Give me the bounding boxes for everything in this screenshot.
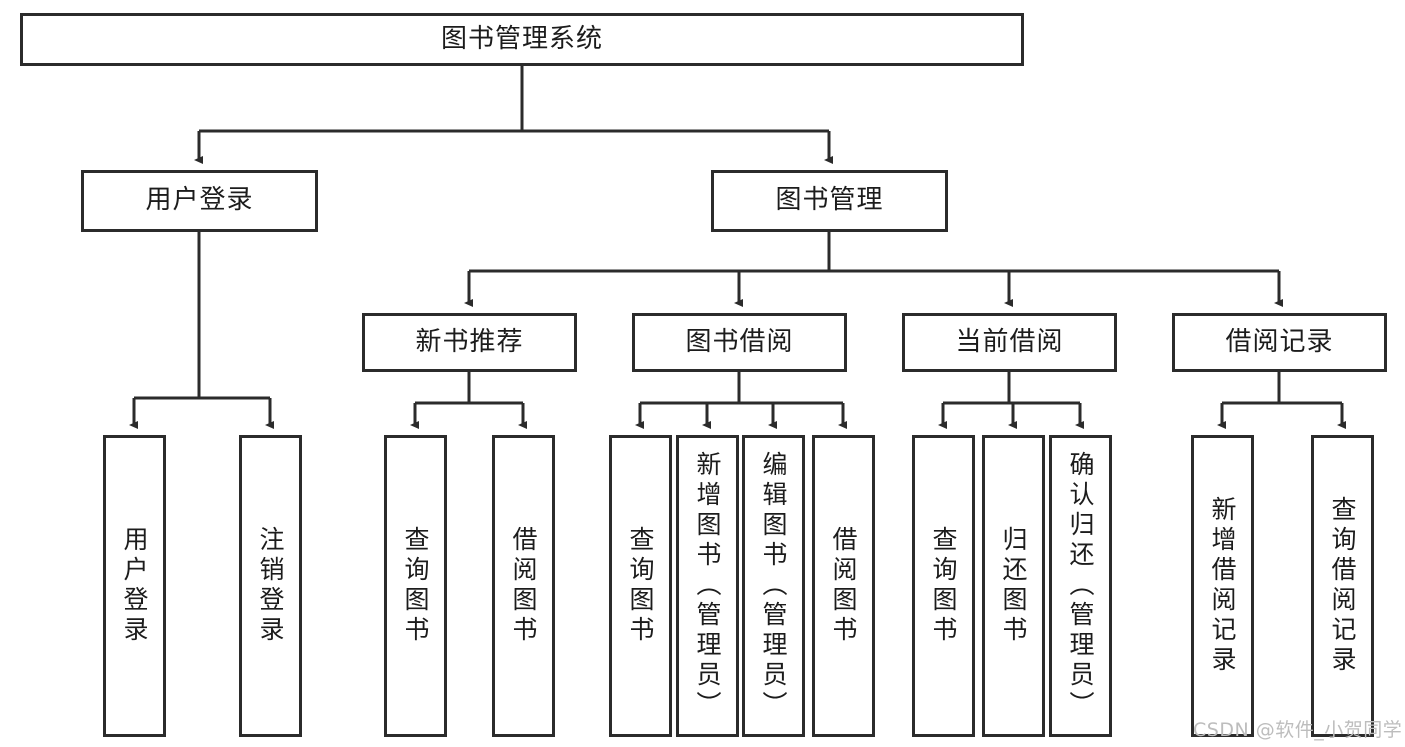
leaf-current-borrow-confirm-return[interactable]: 确认归还（管理员） [1049,435,1112,737]
leaf-new-book-query-label: 查询图书 [401,526,430,646]
leaf-new-book-query[interactable]: 查询图书 [384,435,447,737]
leaf-borrow-record-query-label: 查询借阅记录 [1328,496,1357,676]
node-root-system[interactable]: 图书管理系统 [20,13,1024,66]
leaf-current-borrow-return[interactable]: 归还图书 [982,435,1045,737]
leaf-new-book-borrow[interactable]: 借阅图书 [492,435,555,737]
leaf-borrow-record-query[interactable]: 查询借阅记录 [1311,435,1374,737]
leaf-book-borrow-add[interactable]: 新增图书（管理员） [676,435,739,737]
leaf-user-login-signout[interactable]: 注销登录 [239,435,302,737]
node-new-book-recommend-label: 新书推荐 [415,326,524,357]
leaf-current-borrow-confirm-return-label: 确认归还（管理员） [1066,451,1095,721]
node-book-borrow[interactable]: 图书借阅 [632,313,847,372]
node-user-login[interactable]: 用户登录 [81,170,318,232]
leaf-current-borrow-query[interactable]: 查询图书 [912,435,975,737]
leaf-new-book-borrow-label: 借阅图书 [509,526,538,646]
leaf-borrow-record-add-label: 新增借阅记录 [1208,496,1237,676]
node-borrow-record[interactable]: 借阅记录 [1172,313,1387,372]
csdn-watermark: CSDN @软件_小贺同学 [1193,719,1403,741]
node-borrow-record-label: 借阅记录 [1225,326,1334,357]
leaf-current-borrow-return-label: 归还图书 [999,526,1028,646]
leaf-book-borrow-borrow-label: 借阅图书 [829,526,858,646]
node-root-system-label: 图书管理系统 [440,23,603,54]
leaf-user-login-signout-label: 注销登录 [256,526,285,646]
leaf-user-login-signin-label: 用户登录 [120,526,149,646]
node-book-management-label: 图书管理 [775,185,884,216]
leaf-user-login-signin[interactable]: 用户登录 [103,435,166,737]
leaf-book-borrow-edit[interactable]: 编辑图书（管理员） [742,435,805,737]
node-book-borrow-label: 图书借阅 [685,326,794,357]
leaf-book-borrow-query[interactable]: 查询图书 [609,435,672,737]
node-current-borrow-label: 当前借阅 [955,326,1064,357]
leaf-book-borrow-borrow[interactable]: 借阅图书 [812,435,875,737]
leaf-book-borrow-query-label: 查询图书 [626,526,655,646]
leaf-borrow-record-add[interactable]: 新增借阅记录 [1191,435,1254,737]
node-current-borrow[interactable]: 当前借阅 [902,313,1117,372]
leaf-book-borrow-add-label: 新增图书（管理员） [693,451,722,721]
node-book-management[interactable]: 图书管理 [711,170,948,232]
leaf-book-borrow-edit-label: 编辑图书（管理员） [759,451,788,721]
leaf-current-borrow-query-label: 查询图书 [929,526,958,646]
node-user-login-label: 用户登录 [145,185,254,216]
node-new-book-recommend[interactable]: 新书推荐 [362,313,577,372]
